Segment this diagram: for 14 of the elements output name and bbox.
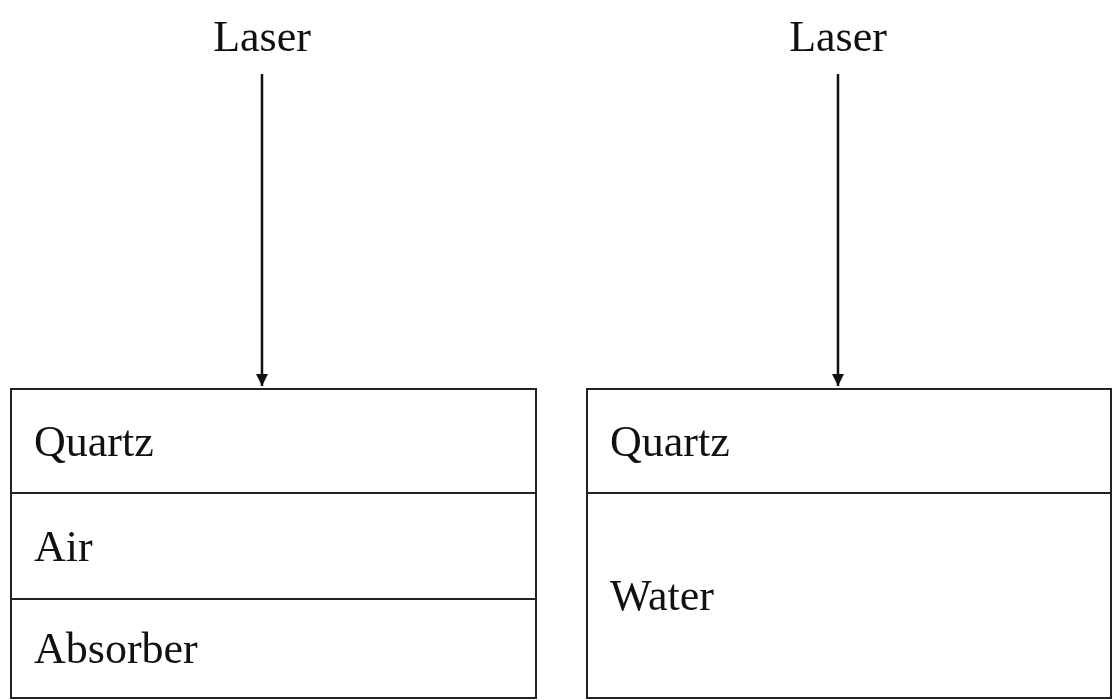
laser-label: Laser [213, 15, 311, 59]
laser-label: Laser [789, 15, 887, 59]
arrow [832, 74, 844, 386]
water-layer [586, 492, 1112, 699]
arrow [256, 74, 268, 386]
layer-label: Air [34, 520, 93, 572]
layer-label: Absorber [34, 623, 198, 674]
layer-label: Water [610, 570, 714, 621]
absorber-layer [10, 598, 537, 699]
air-layer [10, 492, 537, 600]
layer-label: Quartz [34, 415, 154, 467]
layer-label: Quartz [610, 415, 730, 467]
quartz-layer [10, 388, 537, 494]
quartz-layer [586, 388, 1112, 494]
